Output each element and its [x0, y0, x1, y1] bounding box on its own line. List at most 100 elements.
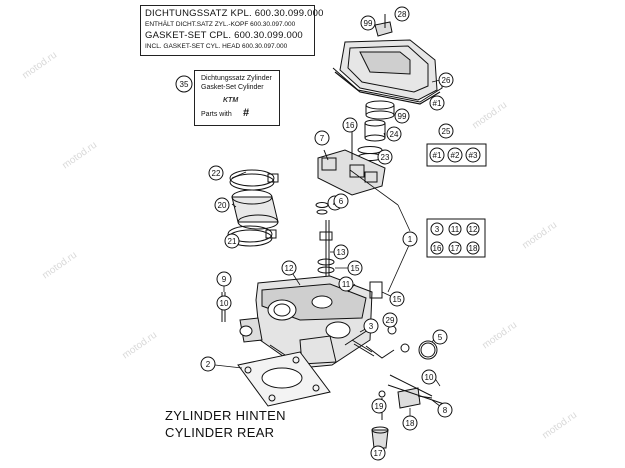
callout-circle: [466, 222, 480, 236]
callout-label: 5: [438, 333, 443, 342]
callout-label: 10: [425, 373, 434, 382]
callout-28: 28: [394, 6, 410, 22]
callout-8: 8: [437, 402, 453, 418]
callout-circle: [208, 165, 224, 181]
callout-3: 3: [430, 222, 444, 236]
callout-24: 24: [386, 126, 402, 142]
set-line-1: Dichtungssatz Zylinder: [201, 75, 272, 82]
seal-drawing: [357, 100, 395, 161]
callout-circle: [347, 260, 363, 276]
kit-line-1: DICHTUNGSSATZ KPL. 600.30.099.000: [145, 8, 324, 19]
callout-circle: [421, 369, 437, 385]
callout-circle: [175, 75, 193, 93]
callout-7: 7: [314, 130, 330, 146]
parts-with-label: Parts with: [201, 111, 232, 118]
callout-circle: [333, 193, 349, 209]
callout-circle: [430, 222, 444, 236]
group-box-1: [426, 218, 486, 258]
ktm-logo: KTM: [223, 97, 239, 104]
callout-label: 15: [351, 264, 360, 273]
callout-circle: [430, 241, 444, 255]
callout-19: 19: [371, 398, 387, 414]
callout-25: 25: [438, 123, 454, 139]
callout-layer: 1234567891010111213151516171819202122232…: [175, 6, 481, 461]
callout-label: 8: [443, 406, 448, 415]
callout-label: 22: [212, 169, 221, 178]
callout-circle: [216, 295, 232, 311]
callout-circle: [216, 271, 232, 287]
callout-16: 16: [430, 241, 444, 255]
callout-circle: [342, 117, 358, 133]
callout-circle: [438, 72, 454, 88]
valve-stack-drawing: [315, 202, 335, 280]
callout-18: 18: [402, 415, 418, 431]
callout-label: 17: [451, 244, 460, 253]
callout-26: 26: [438, 72, 454, 88]
callout-label: 16: [346, 121, 355, 130]
callout-label: 2: [206, 360, 211, 369]
callout-17: 17: [370, 445, 386, 461]
callout-22: 22: [208, 165, 224, 181]
callout-label: 3: [369, 322, 374, 331]
callout-29: 29: [382, 312, 398, 328]
callout-circle: [382, 312, 398, 328]
callout-label: 99: [398, 112, 407, 121]
callout-12: 12: [466, 222, 480, 236]
callout-hash-1: #1: [429, 95, 445, 111]
parts-with-hash: #: [243, 107, 250, 119]
callout-label: 11: [342, 280, 351, 289]
callout-label: 18: [469, 244, 478, 253]
callout-circle: [377, 149, 393, 165]
callout-circle: [402, 231, 418, 247]
callout-15: 15: [389, 291, 405, 307]
callout-circle: [429, 147, 445, 163]
callout-label: 24: [390, 130, 399, 139]
intake-parts-drawing: [227, 169, 279, 247]
callout-label: 20: [218, 201, 227, 210]
callout-label: 10: [220, 299, 229, 308]
callout-hash-3: #3: [465, 147, 481, 163]
callout-9: 9: [216, 271, 232, 287]
callout-18: 18: [466, 241, 480, 255]
callout-label: 21: [228, 237, 237, 246]
callout-circle: [437, 402, 453, 418]
callout-circle: [224, 233, 240, 249]
callout-circle: [447, 147, 463, 163]
callout-label: 25: [442, 127, 451, 136]
callout-circle: [429, 95, 445, 111]
callout-label: 29: [386, 316, 395, 325]
callout-label: 28: [398, 10, 407, 19]
callout-1: 1: [402, 231, 418, 247]
callout-label: #1: [433, 99, 442, 108]
callout-circle: [281, 260, 297, 276]
callout-99: 99: [394, 108, 410, 124]
callout-circle: [448, 241, 462, 255]
callout-label: 12: [469, 225, 478, 234]
grommet-drawing: [374, 21, 393, 37]
callout-label: 17: [374, 449, 383, 458]
callout-circle: [360, 15, 376, 31]
callout-circle: [466, 241, 480, 255]
callout-label: #3: [469, 151, 478, 160]
callout-label: 15: [393, 295, 402, 304]
callout-label: 23: [381, 153, 390, 162]
set-line-2: Gasket-Set Cylinder: [201, 84, 264, 91]
callout-label: 35: [180, 80, 189, 89]
callout-circle: [363, 318, 379, 334]
callout-label: 6: [339, 197, 344, 206]
callout-circle: [394, 108, 410, 124]
callout-label: #2: [451, 151, 460, 160]
kit-line-3: GASKET-SET CPL. 600.30.099.000: [145, 30, 303, 41]
callout-circle: [370, 445, 386, 461]
callout-label: 3: [435, 225, 440, 234]
callout-label: 19: [375, 402, 384, 411]
callout-label: 9: [222, 275, 227, 284]
callout-circle: [465, 147, 481, 163]
callout-circle: [338, 276, 354, 292]
group-box-26: [426, 143, 487, 167]
cylinder-head-drawing: [239, 275, 373, 369]
callout-label: 7: [320, 134, 325, 143]
callout-hash-1: #1: [429, 147, 445, 163]
